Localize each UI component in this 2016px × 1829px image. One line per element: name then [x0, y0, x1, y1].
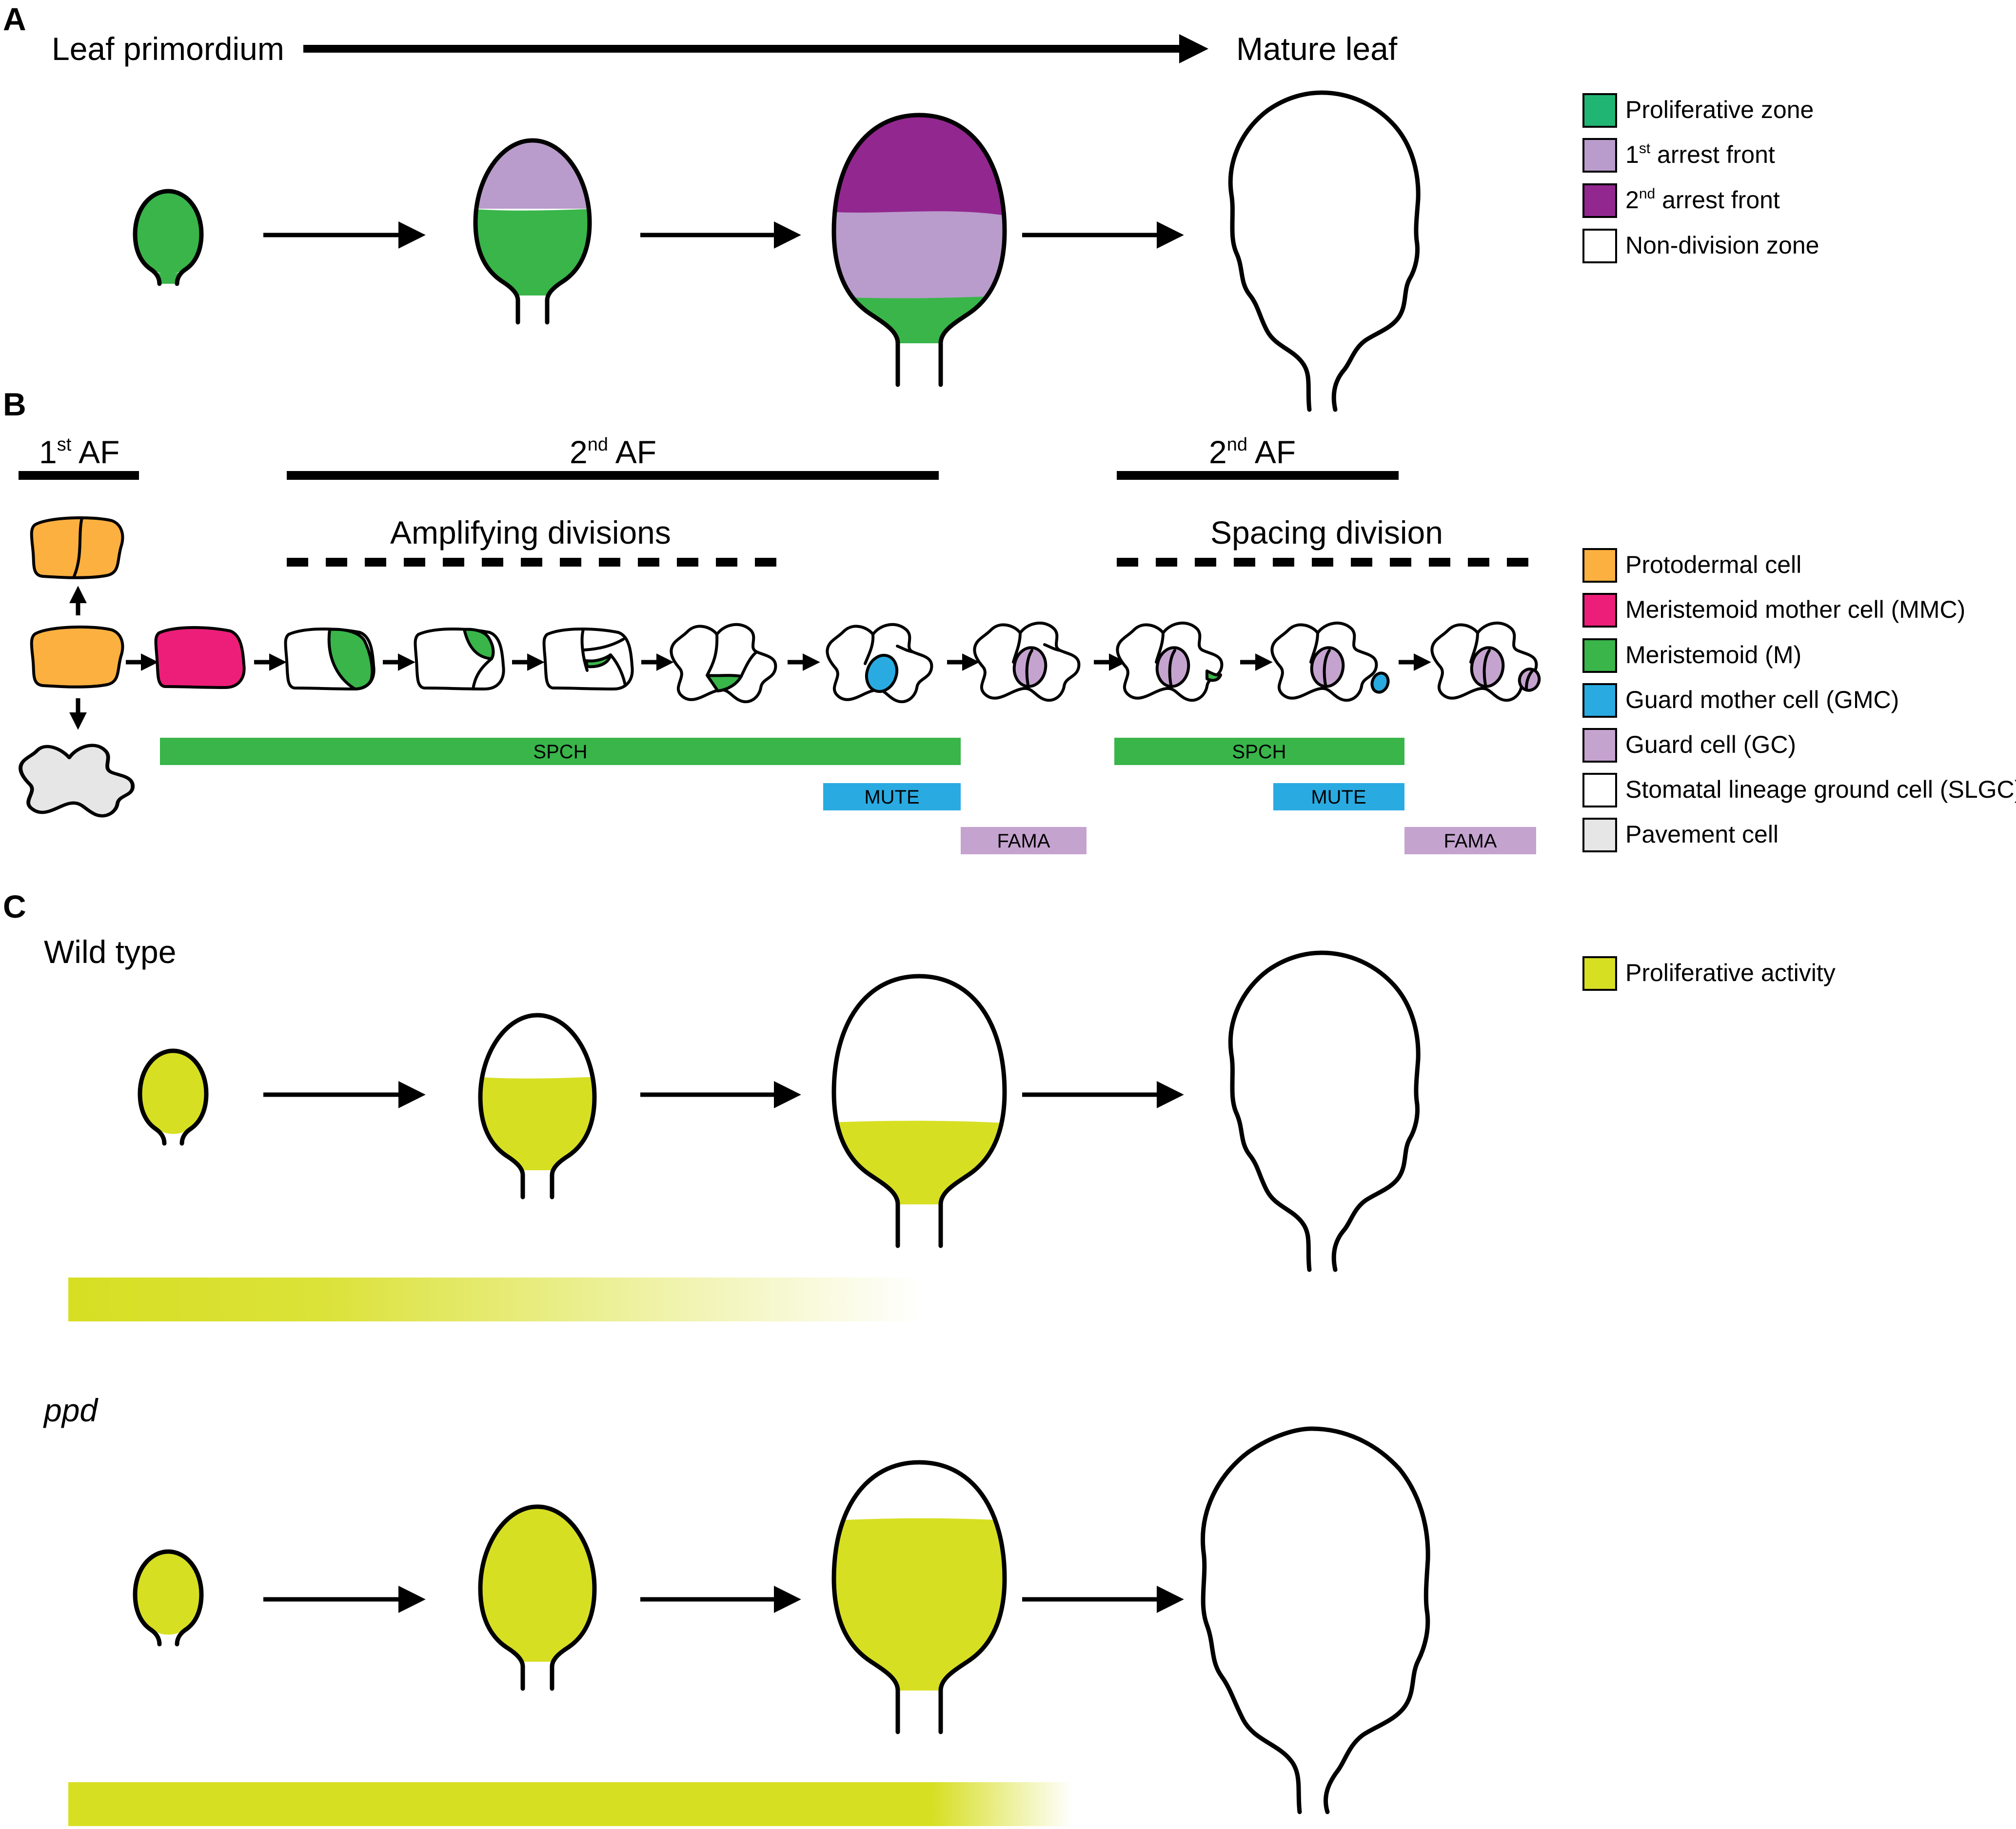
protodermal-cell [30, 625, 124, 688]
mmc-cell [154, 626, 246, 689]
fama-bar [961, 827, 1087, 854]
legend-swatch [1582, 593, 1617, 628]
spch-bar-label: SPCH [533, 741, 587, 763]
fama-bar-label: FAMA [1444, 830, 1497, 852]
legend-swatch [1582, 818, 1617, 852]
wild-type-label: Wild type [44, 934, 176, 970]
legend-label: Protodermal cell [1625, 551, 1801, 578]
panel-label-a: A [3, 1, 26, 37]
ppd-leaf-stage-4 [1203, 1429, 1428, 1812]
legend-swatch [1582, 548, 1617, 583]
lineage-cell-m1 [284, 628, 376, 690]
legend-label: Stomatal lineage ground cell (SLGC) [1625, 776, 2016, 803]
lineage-cell-gc-gmc [1270, 621, 1390, 702]
af2-left-label: 2nd AF [570, 434, 656, 470]
wt-leaf-stage-1 [140, 1051, 206, 1143]
legend-label: 1st arrest front [1625, 140, 1775, 168]
lineage-cell-gmc [826, 623, 933, 704]
legend-b-item: Meristemoid (M) [1582, 638, 1801, 673]
legend-a-item: Proliferative zone [1582, 93, 1814, 128]
legend-swatch [1582, 93, 1617, 128]
leaf-stage-2 [469, 135, 596, 325]
wt-activity-gradient [68, 1278, 922, 1321]
legend-swatch [1582, 638, 1617, 673]
leaf-stage-4 [1230, 93, 1418, 410]
ppd-activity-gradient [68, 1782, 1073, 1826]
legend-label: Meristemoid mother cell (MMC) [1625, 596, 1965, 623]
panel-label-b: B [3, 386, 26, 422]
legend-a-item: 2nd arrest front [1582, 183, 1780, 218]
lineage-cell-gc [973, 621, 1081, 702]
wt-leaf-stage-2 [474, 1015, 601, 1200]
lineage-cell-gc-gc [1430, 621, 1541, 702]
legend-b: Protodermal cell Meristemoid mother cell… [1582, 548, 2016, 852]
legend-label: Guard mother cell (GMC) [1625, 686, 1899, 713]
legend-b-item: Guard cell (GC) [1582, 728, 1796, 763]
ppd-leaf-stage-2 [474, 1501, 601, 1691]
af2-right-label: 2nd AF [1209, 434, 1296, 470]
legend-label: Guard cell (GC) [1625, 731, 1796, 758]
leaf-stage-3 [827, 109, 1012, 387]
legend-swatch [1582, 773, 1617, 807]
legend-a-item: Non-division zone [1582, 229, 1819, 263]
legend-a: Proliferative zone 1st arrest front 2nd … [1582, 93, 1819, 263]
start-label: Leaf primordium [52, 31, 284, 67]
af1-label: 1st AF [39, 434, 119, 470]
legend-b-item: Stomatal lineage ground cell (SLGC) [1582, 773, 2016, 807]
fama-bar [1404, 827, 1536, 854]
legend-label: Pavement cell [1625, 821, 1779, 848]
mute-bar [823, 783, 961, 810]
legend-swatch [1582, 183, 1617, 218]
end-label: Mature leaf [1236, 31, 1398, 67]
wt-leaf-stage-3 [827, 976, 1012, 1248]
legend-a-item: 1st arrest front [1582, 138, 1775, 173]
spch-bar-label: SPCH [1232, 741, 1286, 763]
leaf-stage-1 [135, 191, 201, 284]
pavement-cell [19, 744, 135, 818]
legend-c: Proliferative activity [1582, 956, 1836, 991]
spch-bar [1114, 738, 1404, 765]
legend-swatch [1582, 956, 1617, 991]
protodermal-cell-top [30, 516, 124, 579]
ppd-label: ppd [43, 1392, 99, 1428]
legend-b-item: Pavement cell [1582, 818, 1779, 852]
legend-swatch [1582, 138, 1617, 173]
legend-label: Non-division zone [1625, 232, 1819, 259]
legend-label: Proliferative zone [1625, 96, 1814, 123]
ppd-leaf-stage-1 [135, 1552, 201, 1644]
expression-bars: SPCH MUTE FAMA SPCH MUTE FAMA [160, 738, 1536, 854]
fama-bar-label: FAMA [997, 830, 1050, 852]
wt-leaf-stage-4 [1230, 953, 1418, 1270]
mute-bar [1273, 783, 1404, 810]
legend-label: 2nd arrest front [1625, 186, 1780, 214]
spch-bar [160, 738, 961, 765]
lineage-cell-m4 [670, 623, 777, 704]
lineage-cell-gc-m [1116, 621, 1224, 702]
legend-b-item: Protodermal cell [1582, 548, 1801, 583]
legend-label: Meristemoid (M) [1625, 641, 1801, 669]
panel-label-c: C [3, 888, 26, 924]
ppd-leaf-stage-3 [827, 1462, 1012, 1734]
legend-swatch [1582, 229, 1617, 263]
legend-b-item: Guard mother cell (GMC) [1582, 683, 1899, 718]
legend-swatch [1582, 683, 1617, 718]
legend-c-item: Proliferative activity [1582, 956, 1836, 991]
legend-label: Proliferative activity [1625, 959, 1836, 986]
spacing-label: Spacing division [1210, 514, 1443, 551]
mute-bar-label: MUTE [864, 787, 919, 808]
amplifying-label: Amplifying divisions [390, 514, 671, 551]
lineage-cell-m3 [542, 628, 634, 690]
mute-bar-label: MUTE [1311, 787, 1366, 808]
legend-b-item: Meristemoid mother cell (MMC) [1582, 593, 1965, 628]
legend-swatch [1582, 728, 1617, 763]
lineage-cell-m2 [414, 628, 505, 690]
